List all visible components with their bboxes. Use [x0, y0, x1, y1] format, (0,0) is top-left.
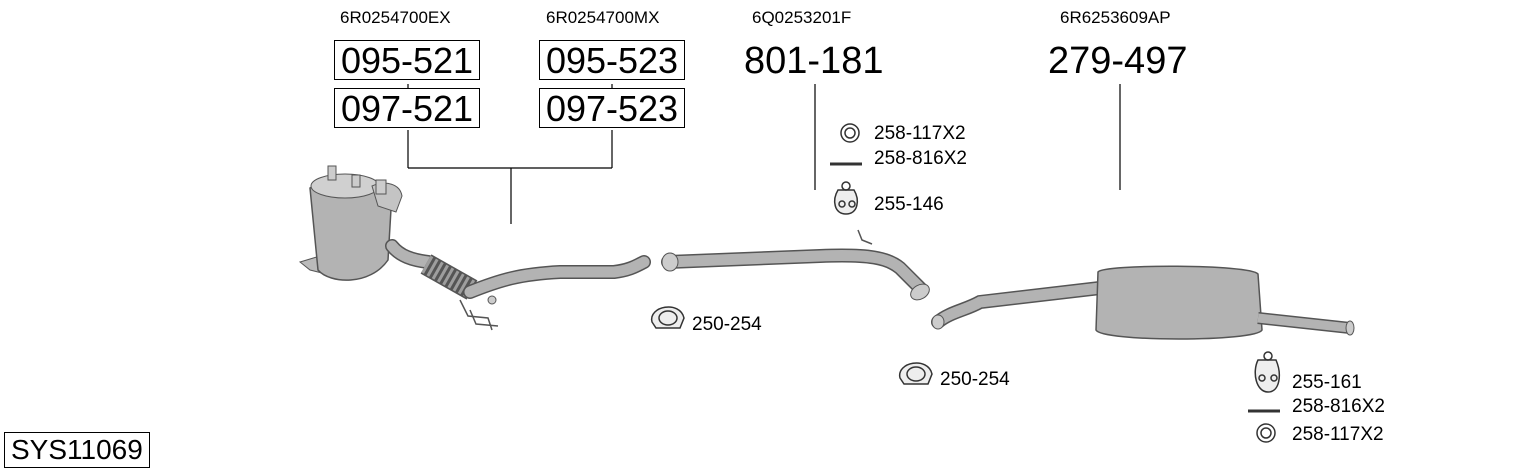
oem-number: 6R0254700MX — [546, 8, 660, 27]
accessory-label[interactable]: 250-254 — [940, 369, 1010, 390]
dpf-front-pipe — [298, 165, 651, 331]
pipe-clamp-icon — [899, 362, 933, 385]
oem-number: 6R0254700EX — [340, 8, 451, 27]
part-number-box[interactable]: 095-521 — [334, 40, 480, 81]
system-code: SYS11069 — [4, 432, 150, 468]
part-number-box[interactable]: 095-523 — [539, 40, 685, 81]
middle-pipe — [661, 229, 930, 301]
part-number[interactable]: 279-497 — [1048, 40, 1188, 82]
oem-number: 6Q0253201F — [752, 8, 852, 27]
oem-number: 6R6253609AP — [1060, 8, 1171, 27]
accessory-label[interactable]: 258-816X2 — [874, 148, 967, 169]
part-number[interactable]: 801-181 — [744, 40, 884, 82]
part-number-box[interactable]: 097-523 — [539, 88, 685, 129]
accessory-label[interactable]: 258-117X2 — [1292, 424, 1384, 445]
accessory-label[interactable]: 250-254 — [692, 314, 762, 335]
accessory-label[interactable]: 258-117X2 — [874, 123, 966, 144]
rubber-hanger-icon — [833, 181, 859, 215]
rear-muffler — [931, 265, 1355, 340]
ring-gasket-icon — [840, 123, 860, 143]
pipe-clamp-icon — [651, 306, 685, 329]
accessory-label[interactable]: 255-146 — [874, 194, 944, 215]
part-number-box[interactable]: 097-521 — [334, 88, 480, 129]
ring-gasket-icon — [1256, 423, 1276, 443]
accessory-label[interactable]: 258-816X2 — [1292, 396, 1385, 417]
rubber-hanger-icon — [1254, 351, 1281, 393]
connector-lines — [407, 84, 1121, 224]
accessory-label[interactable]: 255-161 — [1292, 372, 1362, 393]
